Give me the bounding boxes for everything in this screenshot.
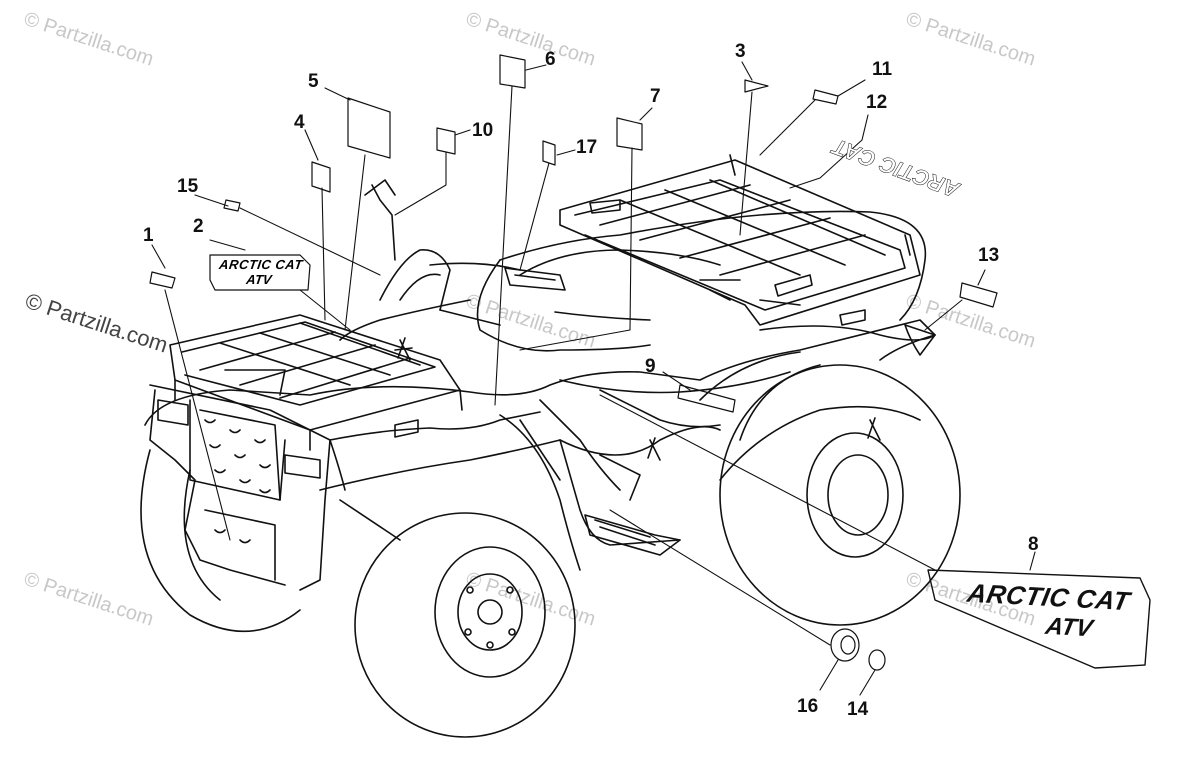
callout-9: 9 bbox=[645, 356, 656, 377]
callout-4: 4 bbox=[294, 112, 305, 133]
callout-13: 13 bbox=[978, 245, 1000, 266]
callout-12: 12 bbox=[866, 92, 888, 113]
rear-rack bbox=[559, 154, 921, 326]
decal-8-logo: ARCTIC CAT ATV bbox=[959, 578, 1140, 645]
atv-body bbox=[144, 210, 936, 571]
callout-6: 6 bbox=[545, 49, 556, 70]
front-far-wheel bbox=[140, 449, 301, 633]
decals bbox=[149, 54, 998, 671]
callout-10: 10 bbox=[472, 120, 494, 141]
callout-16: 16 bbox=[797, 696, 819, 717]
leader-lines bbox=[151, 61, 1036, 696]
callout-7: 7 bbox=[650, 86, 661, 107]
callout-8: 8 bbox=[1028, 534, 1039, 555]
front-rack bbox=[169, 314, 463, 451]
decal-2-line1: ARCTIC CAT bbox=[218, 257, 304, 272]
callout-11: 11 bbox=[872, 59, 893, 80]
callout-17: 17 bbox=[576, 137, 598, 158]
decal-2-logo: ARCTIC CAT ATV bbox=[212, 257, 308, 287]
callout-15: 15 bbox=[177, 176, 199, 197]
front-brush-guard bbox=[149, 369, 331, 591]
handlebar bbox=[364, 179, 566, 311]
callout-3: 3 bbox=[735, 41, 746, 62]
decal-8-outline bbox=[927, 569, 1151, 669]
rear-wheel bbox=[719, 364, 961, 626]
callout-5: 5 bbox=[308, 71, 319, 92]
decal-2-outline bbox=[209, 254, 311, 291]
rear-mudflap bbox=[904, 324, 936, 356]
callout-1: 1 bbox=[143, 225, 154, 246]
callout-14: 14 bbox=[847, 699, 869, 720]
decal-2-line2: ATV bbox=[245, 272, 273, 287]
front-near-wheel bbox=[354, 512, 576, 738]
callout-2: 2 bbox=[193, 216, 204, 237]
